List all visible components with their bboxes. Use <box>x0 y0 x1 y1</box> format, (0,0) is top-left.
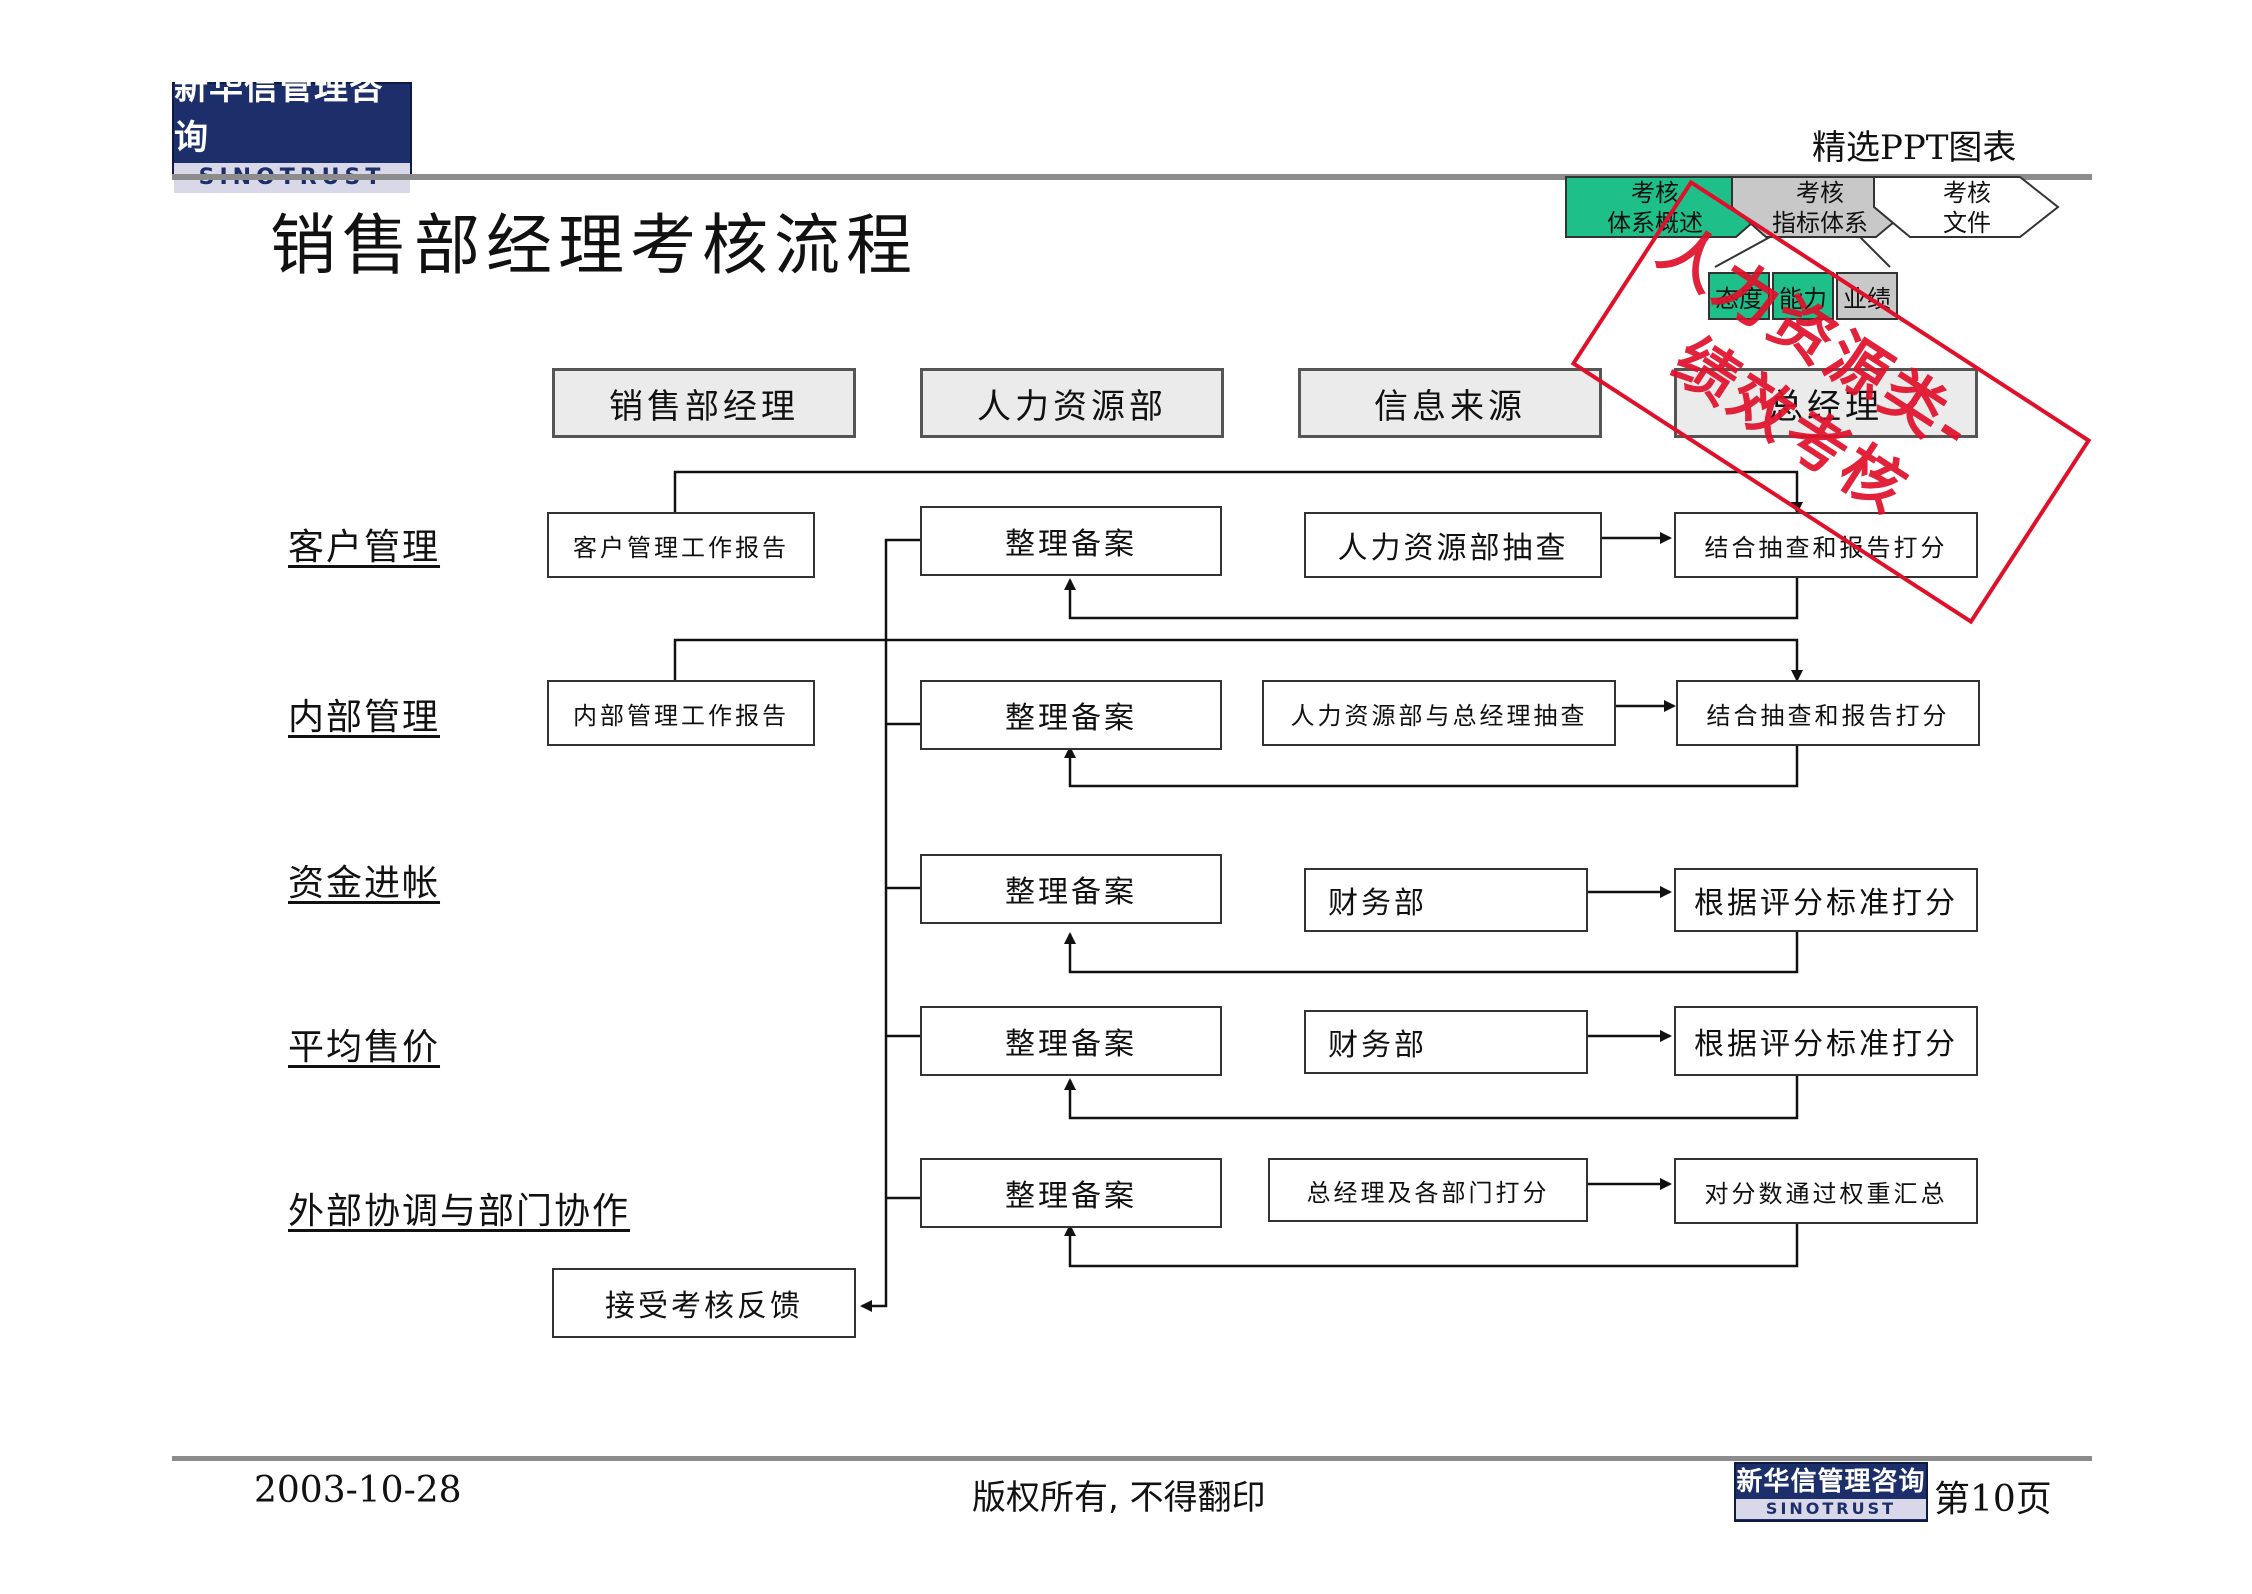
node-text: 内部管理工作报告 <box>573 701 789 730</box>
result-node-1: 结合抽查和报告打分 <box>1674 512 1978 578</box>
node-text: 人力资源部抽查 <box>1337 531 1569 566</box>
result-node-2: 结合抽查和报告打分 <box>1676 680 1980 746</box>
source-node-4: 财务部 <box>1304 1010 1588 1074</box>
node-text: 整理备案 <box>1005 701 1137 736</box>
stage-label-1-text: 考核 体系概述 <box>1607 179 1703 237</box>
node-text: 整理备案 <box>1005 875 1137 910</box>
source-node-5: 总经理及各部门打分 <box>1268 1158 1588 1222</box>
footer-logo-en: SINOTRUST <box>1736 1499 1926 1519</box>
connector-result-to-archive-3 <box>1064 932 1799 974</box>
column-header-source: 信息来源 <box>1298 368 1602 438</box>
header-rule <box>172 174 2092 180</box>
connector-archive-collector <box>860 538 920 1312</box>
row-label-internal-management: 内部管理 <box>288 697 441 738</box>
footer-logo: 新华信管理咨询 SINOTRUST <box>1734 1462 1928 1522</box>
source-node-3: 财务部 <box>1304 868 1588 932</box>
tag-attitude-text: 态度 <box>1715 284 1763 313</box>
row-label-average-price: 平均售价 <box>288 1027 441 1068</box>
connector-result-to-archive-1 <box>1064 578 1799 620</box>
column-header-gm: 总经理 <box>1674 368 1978 438</box>
archive-node-1: 整理备案 <box>920 506 1222 576</box>
node-text: 对分数通过权重汇总 <box>1704 1179 1948 1208</box>
column-header-text: 信息来源 <box>1374 386 1526 427</box>
report-node-internal: 内部管理工作报告 <box>547 680 815 746</box>
connector-result-to-archive-2 <box>1064 746 1799 788</box>
node-text: 总经理及各部门打分 <box>1306 1178 1550 1207</box>
page-title: 销售部经理考核流程 <box>270 207 918 284</box>
tag-ability-text: 能力 <box>1779 284 1827 313</box>
source-node-1: 人力资源部抽查 <box>1304 512 1602 578</box>
row-label-external-coordination: 外部协调与部门协作 <box>288 1191 631 1232</box>
archive-node-4: 整理备案 <box>920 1006 1222 1076</box>
result-node-3: 根据评分标准打分 <box>1674 868 1978 932</box>
source-node-2: 人力资源部与总经理抽查 <box>1262 680 1616 746</box>
node-text: 整理备案 <box>1005 527 1137 562</box>
result-node-4: 根据评分标准打分 <box>1674 1006 1978 1076</box>
column-header-text: 销售部经理 <box>609 386 799 427</box>
footer-copyright: 版权所有, 不得翻印 <box>972 1478 1266 1518</box>
column-header-text: 人力资源部 <box>977 386 1167 427</box>
connector-result-to-archive-5 <box>1064 1224 1799 1268</box>
stage-label-1[interactable]: 考核 体系概述 <box>1590 178 1720 238</box>
connector-result-to-archive-4 <box>1064 1076 1799 1120</box>
logo-cn: 新华信管理咨询 <box>174 68 384 158</box>
connector-report-to-gm-1 <box>673 470 1803 514</box>
result-node-5: 对分数通过权重汇总 <box>1674 1158 1978 1224</box>
stage-chevron-3 <box>1873 176 2060 238</box>
feedback-node: 接受考核反馈 <box>552 1268 856 1338</box>
node-text: 结合抽查和报告打分 <box>1706 701 1950 730</box>
node-text: 整理备案 <box>1005 1179 1137 1214</box>
node-text: 财务部 <box>1328 1028 1427 1063</box>
tag-ability[interactable]: 能力 <box>1772 272 1834 320</box>
column-header-hr: 人力资源部 <box>920 368 1224 438</box>
footer-logo-cn: 新华信管理咨询 <box>1736 1467 1926 1497</box>
row-label-customer-management: 客户管理 <box>288 527 441 568</box>
archive-node-5: 整理备案 <box>920 1158 1222 1228</box>
node-text: 整理备案 <box>1005 1027 1137 1062</box>
column-header-text: 总经理 <box>1769 386 1883 427</box>
archive-node-3: 整理备案 <box>920 854 1222 924</box>
archive-node-2: 整理备案 <box>920 680 1222 750</box>
connector-report-to-gm-2 <box>673 638 1803 682</box>
stage-nav <box>1565 176 2060 268</box>
column-header-sales-manager: 销售部经理 <box>552 368 856 438</box>
node-text: 人力资源部与总经理抽查 <box>1290 701 1588 730</box>
node-text: 根据评分标准打分 <box>1694 1027 1958 1062</box>
row-label-funds-received: 资金进帐 <box>288 863 441 904</box>
node-text: 结合抽查和报告打分 <box>1704 533 1948 562</box>
stage-label-2-text: 考核 指标体系 <box>1772 179 1868 237</box>
footer-page-number: 第10页 <box>1934 1479 2052 1520</box>
node-text: 接受考核反馈 <box>605 1289 803 1324</box>
top-right-label: 精选PPT图表 <box>1812 128 2017 168</box>
node-text: 财务部 <box>1328 886 1427 921</box>
tag-performance-text: 业绩 <box>1843 284 1891 313</box>
stage-label-3[interactable]: 考核 文件 <box>1912 178 2022 238</box>
report-node-customer: 客户管理工作报告 <box>547 512 815 578</box>
stage-label-3-text: 考核 文件 <box>1943 179 1991 237</box>
stage-label-2[interactable]: 考核 指标体系 <box>1760 178 1880 238</box>
footer-date: 2003-10-28 <box>254 1470 462 1511</box>
tag-performance[interactable]: 业绩 <box>1836 272 1898 320</box>
tag-attitude[interactable]: 态度 <box>1708 272 1770 320</box>
node-text: 客户管理工作报告 <box>573 533 789 562</box>
node-text: 根据评分标准打分 <box>1694 886 1958 921</box>
footer-rule <box>172 1456 2092 1461</box>
